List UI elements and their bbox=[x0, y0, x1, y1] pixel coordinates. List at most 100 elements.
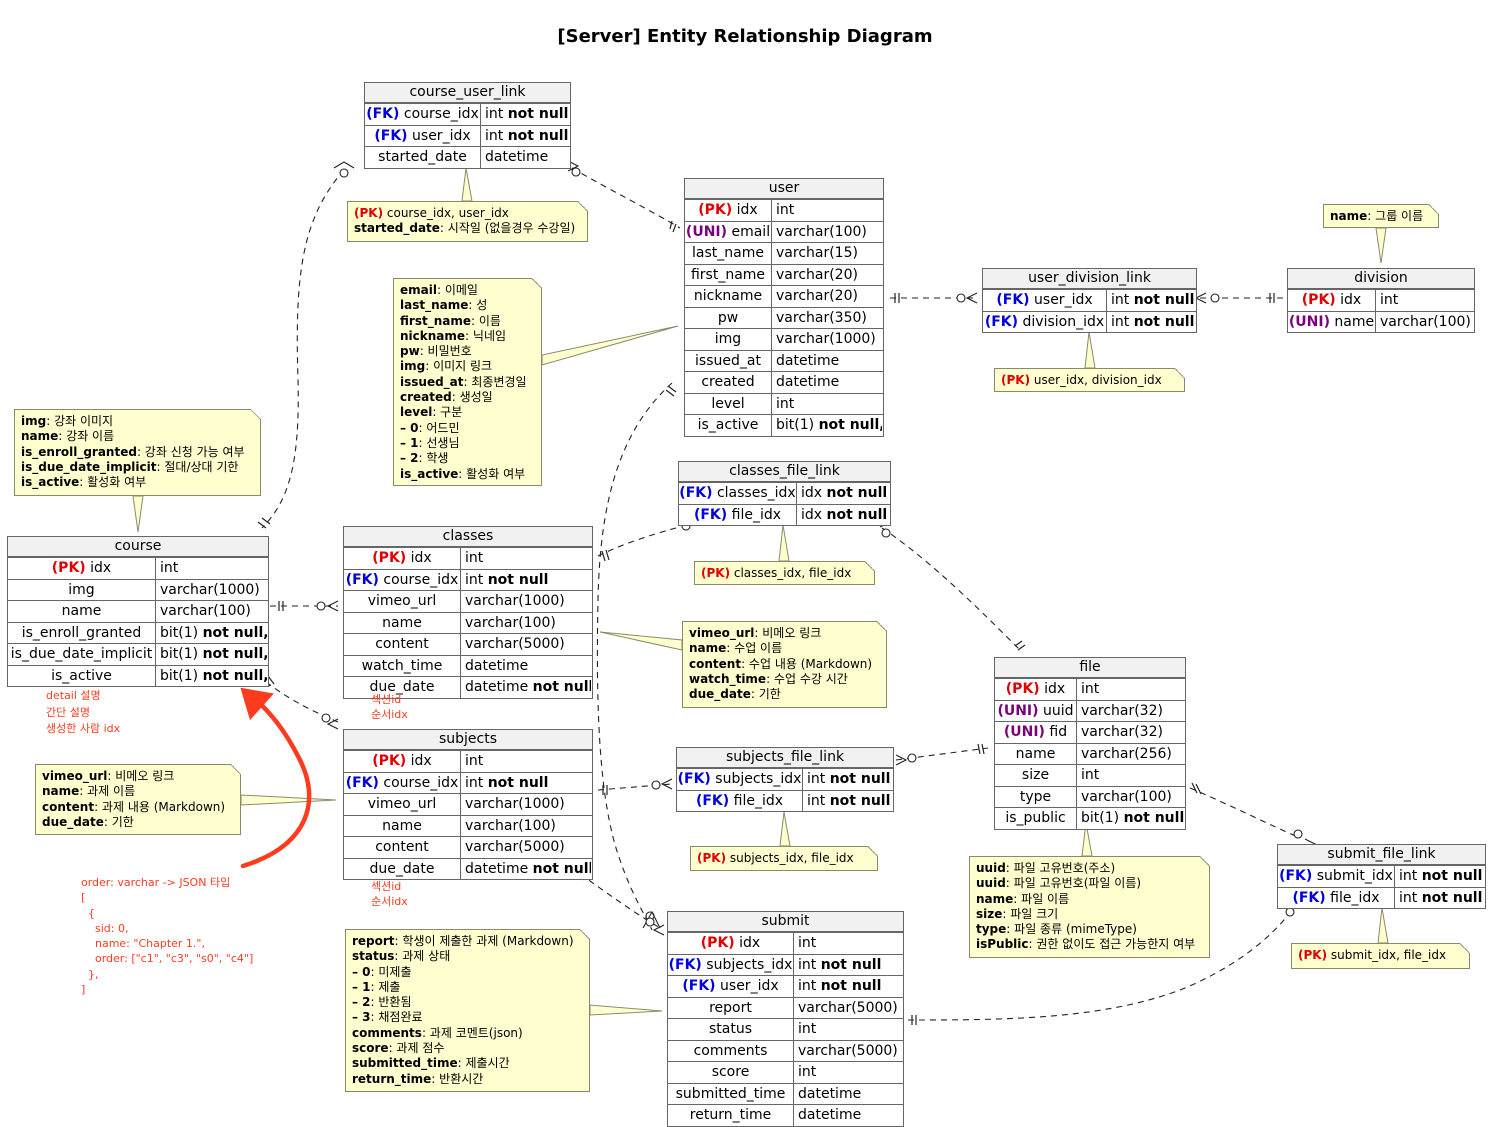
note-line: vimeo_url: 비메오 링크 bbox=[42, 769, 234, 784]
field-type: datetime bbox=[485, 149, 549, 165]
field-type: int bbox=[1111, 292, 1130, 308]
note-term: started_date bbox=[354, 221, 440, 236]
type-cell: varchar(100) bbox=[156, 601, 267, 622]
entity-name: course_user_link bbox=[365, 83, 570, 103]
cardinality-bar bbox=[669, 220, 673, 230]
field-type: varchar(1000) bbox=[160, 581, 260, 598]
note-file: uuid: 파일 고유번호(주소)uuid: 파일 고유번호(파일 이름)nam… bbox=[969, 856, 1210, 958]
note-text: : 수업 이름 bbox=[726, 641, 783, 656]
entity-row: content varchar(5000) bbox=[344, 633, 592, 655]
type-cell: datetime bbox=[772, 351, 882, 372]
annotation-order-json: order: varchar -> JSON 타입[ { sid: 0, nam… bbox=[81, 875, 253, 997]
cardinality-circle bbox=[1293, 829, 1303, 839]
note-line: name: 그룹 이름 bbox=[1330, 209, 1432, 224]
key-tag: (PK) bbox=[698, 202, 733, 218]
field-name: name bbox=[382, 817, 422, 834]
field-name: score bbox=[711, 1064, 750, 1080]
note-text: : 강좌 이미지 bbox=[46, 414, 114, 428]
field-cell: (PK) idx bbox=[995, 679, 1077, 700]
field-cell: (PK) idx bbox=[344, 548, 461, 569]
note-text: : 수업 수강 시간 bbox=[766, 671, 848, 686]
note-term: is_enroll_granted bbox=[21, 444, 137, 459]
note-line: status: 과제 상태 bbox=[352, 949, 583, 964]
entity-name: subjects bbox=[344, 730, 592, 750]
field-type: bit(1) bbox=[160, 624, 199, 641]
type-cell: int bbox=[794, 1019, 902, 1040]
field-cell: (FK) file_idx bbox=[677, 790, 803, 811]
field-type: int bbox=[485, 127, 504, 144]
field-type: int bbox=[798, 935, 817, 951]
key-tag: (PK) bbox=[1301, 292, 1336, 308]
cardinality-circle bbox=[1210, 293, 1220, 303]
note-term: – 1 bbox=[352, 979, 371, 994]
note-line: pw: 비밀번호 bbox=[400, 344, 535, 359]
note-text: : 학생 bbox=[418, 451, 449, 466]
note-text: : 반환시간 bbox=[431, 1071, 484, 1086]
field-cell: first_name bbox=[685, 264, 772, 285]
field-name: name bbox=[1334, 313, 1375, 330]
rel-submit-submit-file-link bbox=[907, 909, 1293, 1021]
note-text: : 기한 bbox=[750, 687, 781, 702]
type-cell: int bbox=[461, 548, 591, 569]
note-line: due_date: 기한 bbox=[689, 687, 880, 702]
field-type: int bbox=[1081, 681, 1100, 697]
type-cell: int not null bbox=[461, 570, 591, 591]
note-text: : 이미지 링크 bbox=[425, 359, 493, 374]
type-cell: datetime not null bbox=[461, 677, 591, 698]
field-cell: name bbox=[344, 815, 461, 836]
field-type: int bbox=[1111, 313, 1130, 330]
key-tag: (FK) bbox=[1279, 868, 1313, 884]
note-pointer-course bbox=[132, 495, 144, 533]
note-term: pw bbox=[400, 344, 420, 359]
field-cell: content bbox=[344, 634, 461, 655]
field-name: img bbox=[714, 331, 742, 347]
note-text: : 파일 고유번호(파일 이름) bbox=[1005, 876, 1142, 891]
note-line: (PK) subjects_idx, file_idx bbox=[697, 851, 871, 866]
note-term: comments bbox=[352, 1025, 422, 1040]
note-term: submitted_time bbox=[352, 1056, 458, 1071]
field-constraint: not null bbox=[826, 506, 888, 523]
field-type: varchar(1000) bbox=[465, 593, 565, 609]
field-name: due_date bbox=[369, 860, 435, 877]
note-line: img: 강좌 이미지 bbox=[21, 414, 254, 429]
note-line: comments: 과제 코멘트(json) bbox=[352, 1026, 583, 1041]
type-cell: datetime bbox=[794, 1105, 902, 1126]
key-tag: (PK) bbox=[1005, 681, 1040, 697]
note-text: : 비메오 링크 bbox=[754, 626, 822, 640]
cardinality-bar bbox=[601, 550, 606, 562]
field-name: is_enroll_granted bbox=[21, 624, 142, 641]
note-line: vimeo_url: 비메오 링크 bbox=[689, 626, 880, 641]
field-name: name bbox=[61, 603, 102, 619]
type-cell: int not null bbox=[1395, 866, 1484, 887]
type-cell: varchar(5000) bbox=[461, 634, 591, 655]
field-name: size bbox=[1021, 767, 1050, 783]
field-name: content bbox=[375, 636, 429, 652]
type-cell: int bbox=[461, 751, 591, 772]
field-name: name bbox=[1015, 745, 1056, 762]
note-classes-file-link: (PK) classes_idx, file_idx bbox=[694, 561, 875, 585]
note-term: name bbox=[689, 641, 727, 656]
annotation-line: 순서idx bbox=[371, 895, 408, 908]
field-name: file_idx bbox=[731, 506, 782, 523]
type-cell: datetime bbox=[794, 1084, 902, 1105]
field-type: idx bbox=[801, 506, 823, 523]
type-cell: int not null bbox=[794, 976, 902, 997]
field-cell: level bbox=[685, 393, 772, 414]
field-cell: name bbox=[995, 743, 1077, 764]
note-text: : 학생이 제출한 과제 (Markdown) bbox=[394, 934, 574, 948]
field-type: varchar(100) bbox=[160, 603, 251, 619]
note-line: – 3: 채점완료 bbox=[352, 1010, 583, 1025]
note-text: : 제출시간 bbox=[457, 1056, 510, 1071]
cardinality-circle bbox=[956, 293, 966, 303]
note-term: isPublic bbox=[976, 937, 1029, 952]
